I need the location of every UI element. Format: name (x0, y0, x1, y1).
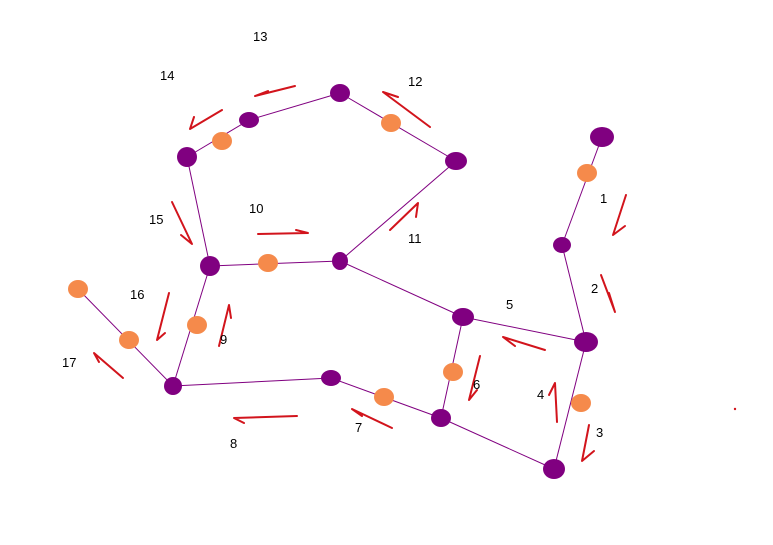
edge-5 (462, 316, 587, 343)
stray-dot (733, 407, 737, 411)
orange-marker-2 (571, 394, 591, 412)
graph-node-8 (164, 377, 182, 395)
step-label-1: 1 (600, 191, 607, 206)
nodes-layer (164, 84, 614, 479)
edge-3 (553, 341, 587, 470)
step-label-17: 17 (62, 355, 76, 370)
graph-node-4 (543, 459, 565, 479)
graph-node-6 (431, 409, 451, 427)
step-label-16: 16 (130, 287, 144, 302)
orange-marker-8 (258, 254, 278, 272)
edge-14 (248, 92, 341, 121)
edge-4 (440, 417, 555, 470)
step-label-10: 10 (249, 201, 263, 216)
markers-layer (68, 114, 597, 412)
direction-arrow-2 (600, 274, 616, 313)
edge-9 (172, 377, 332, 387)
step-label-4: 4 (537, 387, 544, 402)
step-label-14: 14 (160, 68, 174, 83)
direction-arrow-5 (502, 336, 546, 351)
edge-1 (561, 136, 603, 246)
orange-marker-7 (68, 280, 88, 298)
step-label-8: 8 (230, 436, 237, 451)
graph-node-1 (590, 127, 614, 147)
graph-node-2 (553, 237, 571, 253)
step-label-13: 13 (253, 29, 267, 44)
edges-layer (77, 92, 603, 470)
graph-node-3 (574, 332, 598, 352)
step-label-6: 6 (473, 377, 480, 392)
orange-marker-4 (374, 388, 394, 406)
graph-node-10 (332, 252, 348, 270)
direction-arrow-11 (389, 202, 419, 231)
step-label-5: 5 (506, 297, 513, 312)
direction-arrow-10 (257, 229, 309, 235)
orange-marker-9 (381, 114, 401, 132)
step-label-3: 3 (596, 425, 603, 440)
direction-arrow-3 (581, 424, 595, 462)
graph-node-13 (239, 112, 259, 128)
orange-marker-6 (119, 331, 139, 349)
direction-arrow-9 (218, 304, 232, 347)
orange-marker-3 (443, 363, 463, 381)
edge-2 (561, 244, 587, 343)
direction-arrow-14 (189, 109, 223, 130)
direction-arrow-16 (156, 292, 170, 341)
step-label-2: 2 (591, 281, 598, 296)
edge-12 (339, 160, 457, 262)
step-label-11: 11 (408, 231, 422, 246)
orange-marker-10 (212, 132, 232, 150)
edge-7 (339, 260, 464, 318)
direction-arrow-17 (93, 352, 124, 379)
direction-arrow-8 (233, 415, 298, 424)
orange-marker-5 (187, 316, 207, 334)
direction-arrow-7 (351, 408, 393, 429)
arrows-layer (93, 85, 737, 462)
step-label-9: 9 (220, 332, 227, 347)
graph-node-12 (330, 84, 350, 102)
graph-node-9 (200, 256, 220, 276)
graph-node-11 (445, 152, 467, 170)
step-label-12: 12 (408, 74, 422, 89)
graph-node-14 (177, 147, 197, 167)
graph-node-5 (452, 308, 474, 326)
direction-arrow-1 (612, 194, 627, 236)
step-label-7: 7 (355, 420, 362, 435)
direction-arrow-4 (548, 382, 558, 423)
direction-arrow-13 (254, 85, 296, 97)
direction-arrow-6 (468, 355, 481, 401)
orange-marker-1 (577, 164, 597, 182)
step-label-15: 15 (149, 212, 163, 227)
direction-arrow-12 (382, 91, 431, 128)
direction-arrow-15 (171, 201, 193, 245)
edge-16 (186, 156, 211, 267)
graph-node-7 (321, 370, 341, 386)
